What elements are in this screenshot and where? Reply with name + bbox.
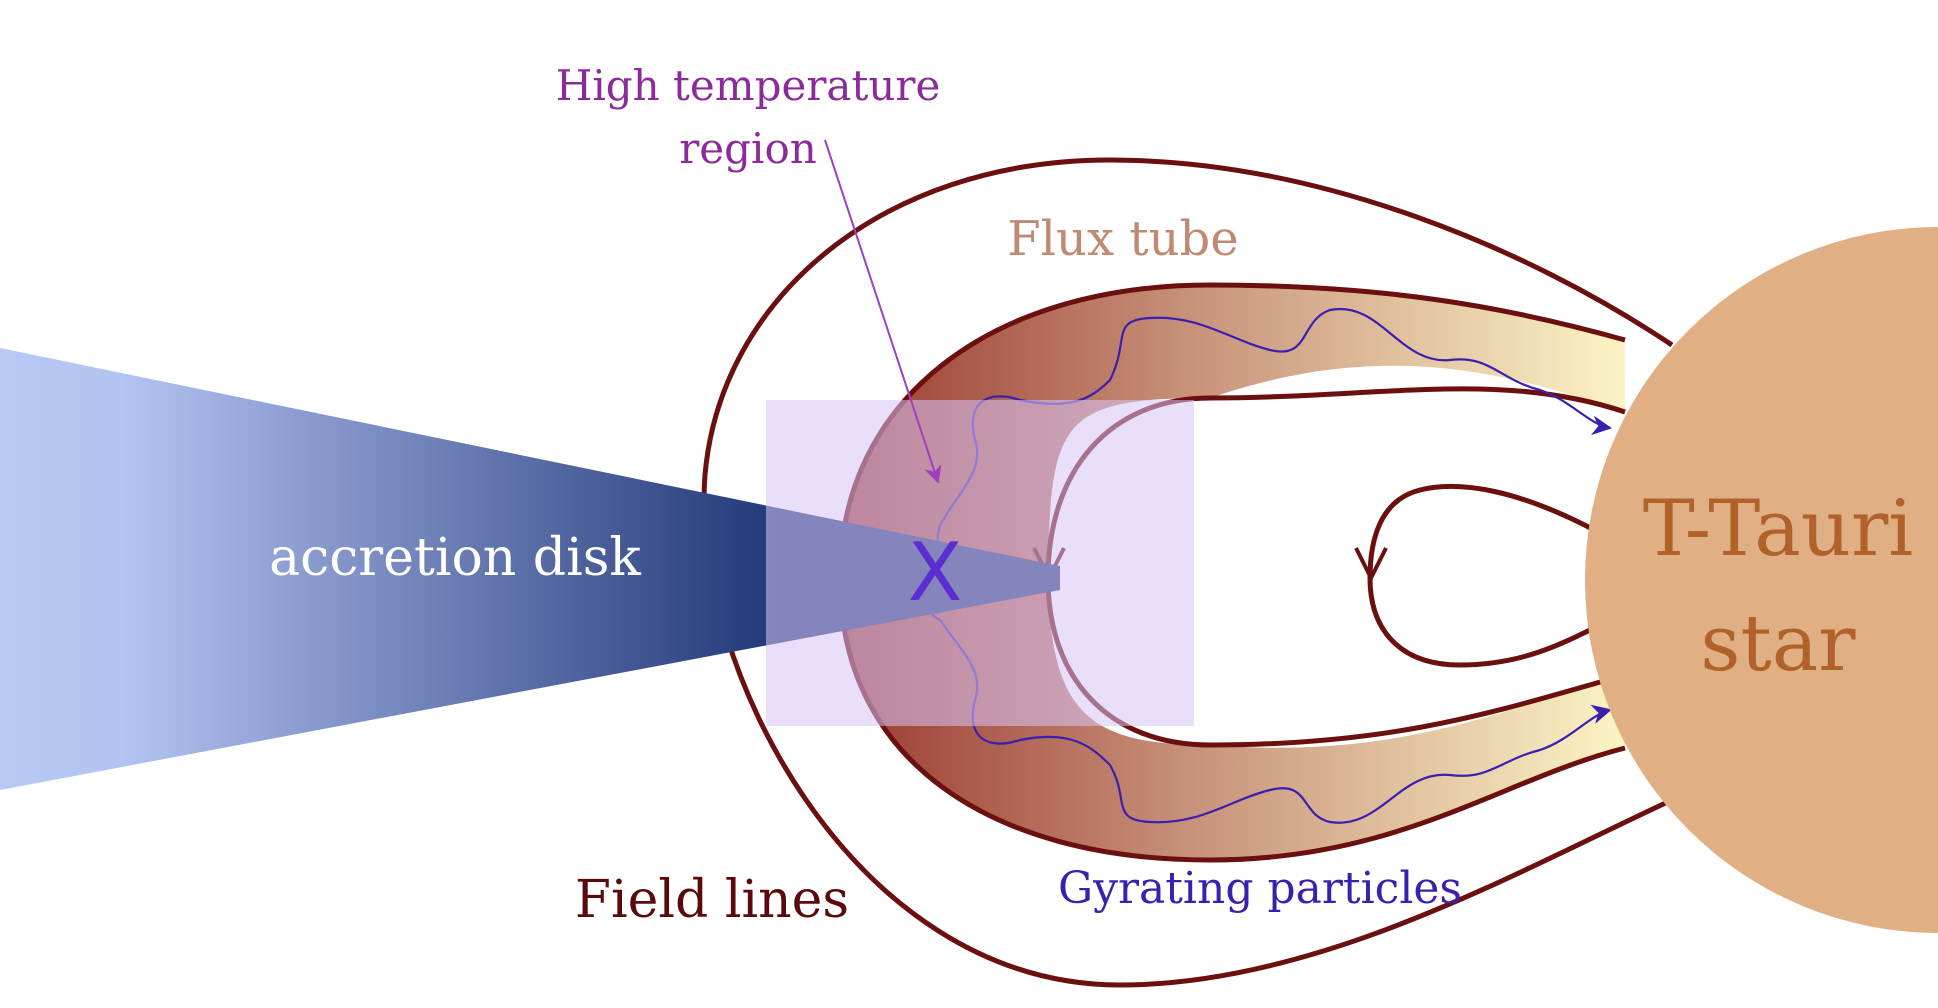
field-lines-label: Field lines — [575, 870, 849, 930]
star-label-line1: T-Tauri — [1643, 484, 1914, 574]
field-direction-chevron-loop — [1354, 547, 1388, 583]
flux-tube-label: Flux tube — [1007, 211, 1238, 267]
gyrating-particles-label: Gyrating particles — [1058, 863, 1462, 914]
star-label-line2: star — [1700, 599, 1856, 689]
x-marker: X — [908, 526, 963, 619]
high-temperature-label-line2: region — [679, 124, 817, 173]
gyrating-particle-path-upper — [939, 307, 1612, 526]
high-temperature-pointer-arrow — [824, 139, 942, 484]
accretion-disk — [0, 348, 1060, 790]
inner-field-line — [1367, 483, 1602, 668]
gyrating-particle-path-lower — [939, 619, 1612, 824]
t-tauri-star — [1585, 227, 1938, 933]
high-temperature-label-line1: High temperature — [556, 61, 941, 110]
high-temperature-region — [766, 400, 1194, 726]
accretion-disk-label: accretion disk — [269, 528, 641, 588]
